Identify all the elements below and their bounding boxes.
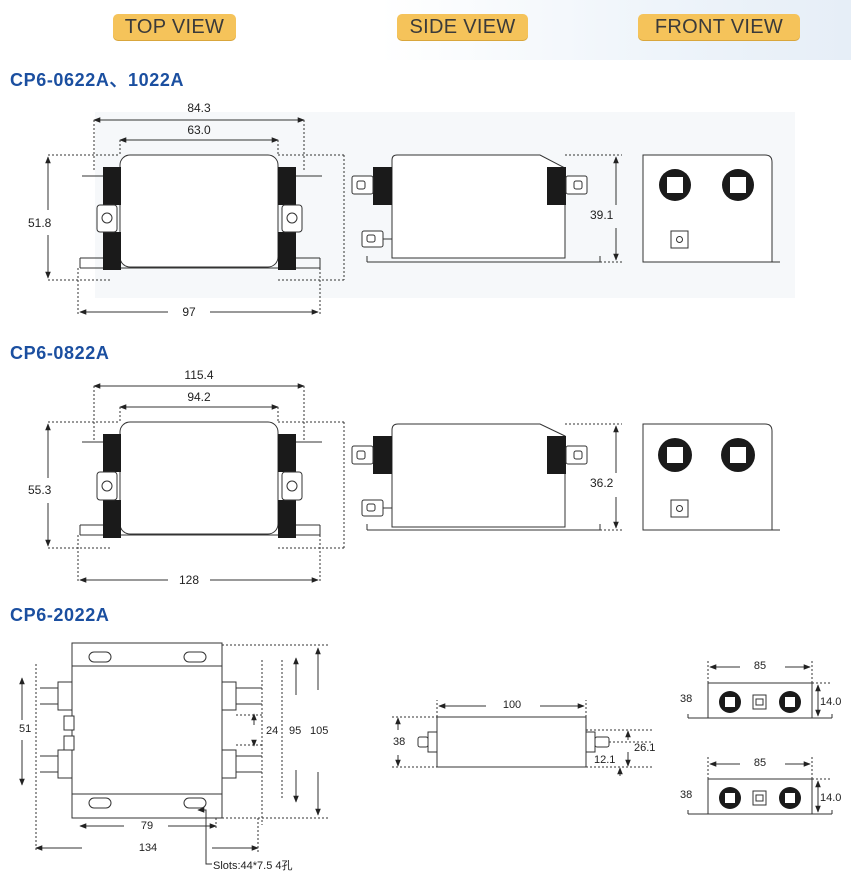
side-view-tag: SIDE VIEW — [397, 14, 528, 40]
dim-side-height: 36.2 — [590, 476, 614, 490]
dim-body-width: 94.2 — [187, 390, 211, 404]
dim-overall-width: 115.4 — [184, 368, 214, 382]
dim-front-left-a: 38 — [680, 693, 693, 705]
dim-side-b: 12.1 — [594, 754, 616, 766]
slots-note: Slots:44*7.5 4孔 — [213, 860, 293, 872]
model-title-3: CP6-2022A — [10, 605, 110, 625]
dim-base-length: 128 — [178, 573, 200, 587]
model3-side-view — [392, 700, 652, 776]
model-title-2: CP6-0822A — [10, 343, 110, 363]
model2-front-view — [642, 423, 780, 531]
dim-height: 51.8 — [28, 216, 52, 230]
dim-side-height: 39.1 — [590, 208, 614, 222]
dim-hole-span: 79 — [140, 820, 154, 832]
dim-side-length: 100 — [502, 699, 522, 711]
dim-height: 55.3 — [28, 483, 52, 497]
dim-front-width-b: 85 — [753, 757, 767, 769]
model3-front-view-a — [687, 660, 833, 719]
model3-front-view-b — [687, 757, 833, 815]
dim-outer: 105 — [310, 725, 329, 737]
model2-side-view — [351, 423, 622, 531]
model1-side-view — [351, 154, 622, 263]
dim-front-width-a: 85 — [753, 660, 767, 672]
dim-side-height: 38 — [393, 736, 406, 748]
top-view-tag: TOP VIEW — [113, 14, 236, 40]
model-title-1: CP6-0622A、1022A — [10, 70, 185, 90]
model3-top-view — [19, 642, 330, 865]
dim-overall-width: 84.3 — [187, 101, 211, 115]
model1-front-view — [642, 154, 780, 263]
dim-left-height: 51 — [19, 723, 32, 735]
dim-gap: 24 — [266, 725, 279, 737]
dim-side-a: 26.1 — [634, 742, 656, 754]
dim-body-width: 63.0 — [187, 123, 211, 137]
dim-base-length: 97 — [182, 305, 196, 319]
front-view-tag: FRONT VIEW — [638, 14, 800, 40]
dim-front-right-b: 14.0 — [820, 792, 842, 804]
dim-inner: 95 — [289, 725, 302, 737]
dim-base-length: 134 — [138, 842, 158, 854]
model2-top-view — [45, 383, 345, 583]
dim-front-left-b: 38 — [680, 789, 693, 801]
dim-front-right-a: 14.0 — [820, 696, 842, 708]
model1-top-view — [45, 117, 345, 315]
